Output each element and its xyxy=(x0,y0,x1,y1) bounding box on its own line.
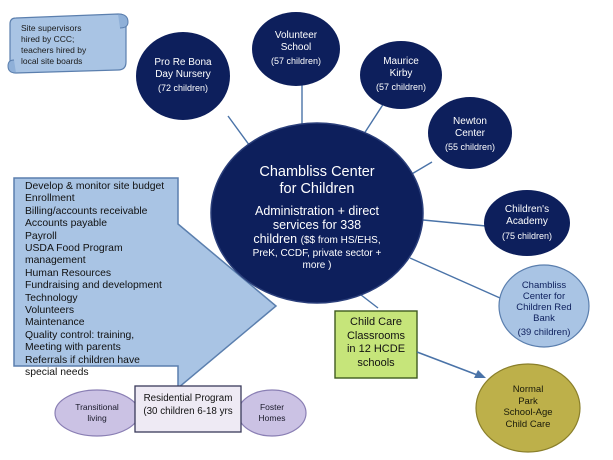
hcde-box-label: Child Care Classrooms in 12 HCDE schools xyxy=(335,316,417,370)
site-name-line: Pro Re Bona xyxy=(154,57,212,68)
school-age-line: Park xyxy=(518,395,538,407)
site-count: (75 children) xyxy=(501,231,553,241)
site-name-line: Center for xyxy=(522,291,566,302)
duty-item: Technology xyxy=(25,292,78,304)
duty-item: Referrals if children have xyxy=(25,354,140,366)
site-count: (55 children) xyxy=(444,142,496,152)
connector-red-bank xyxy=(409,257,501,299)
transitional-line: Transitional xyxy=(75,402,119,412)
transitional-line: living xyxy=(87,412,107,423)
site-ellipse-maurice-kirby xyxy=(360,41,442,109)
site-name-line: Center xyxy=(454,128,485,139)
residential-box-shape xyxy=(134,385,242,433)
duty-item: Maintenance xyxy=(25,317,85,329)
center-title-line: for Children xyxy=(279,181,355,197)
site-ellipse-pro-re-bona xyxy=(136,32,230,120)
foster-line: Foster xyxy=(259,402,285,412)
duty-item: special needs xyxy=(25,367,89,379)
center-funding-line: PreK, CCDF, private sector + xyxy=(252,248,382,259)
duty-item: Volunteers xyxy=(25,305,75,317)
center-label: Chambliss Center for Children Administra… xyxy=(226,164,408,272)
site-name-line: Chambliss xyxy=(521,280,567,291)
site-count: (72 children) xyxy=(157,83,209,93)
site-name-line: Volunteer xyxy=(274,30,318,41)
duty-item: Develop & monitor site budget xyxy=(25,181,165,192)
hcde-line: in 12 HCDE xyxy=(346,343,406,355)
transitional-label: Transitional living xyxy=(60,402,134,423)
residential-line: Residential Program xyxy=(143,393,233,404)
center-title-line: Chambliss Center xyxy=(259,164,375,180)
school-age-label: Normal Park School-Age Child Care xyxy=(482,384,574,430)
site-count: (57 children) xyxy=(375,82,427,92)
hcde-box-shape xyxy=(334,310,418,379)
site-name-line: Academy xyxy=(506,216,548,227)
site-ellipse-childrens-academy xyxy=(484,190,570,256)
duty-item: management xyxy=(25,255,86,267)
site-name-line: Bank xyxy=(533,313,555,324)
connector-childrens-academy xyxy=(422,219,487,227)
duty-item: Fundraising and development xyxy=(25,280,162,292)
site-name-line: School xyxy=(280,42,312,53)
center-main-line: children xyxy=(253,232,298,246)
duty-item: Payroll xyxy=(25,230,57,242)
duty-item: Accounts payable xyxy=(25,218,108,230)
admin-duties-list: Develop & monitor site budget Enrollment… xyxy=(25,181,195,380)
duty-item: Enrollment xyxy=(25,193,75,205)
school-age-line: Normal xyxy=(512,384,544,395)
school-age-ellipse xyxy=(475,363,581,453)
arrowhead-school-age xyxy=(474,370,486,378)
hcde-line: schools xyxy=(357,356,395,369)
site-label-childrens-academy: Children's Academy (75 children) xyxy=(486,204,568,242)
site-ellipse-newton xyxy=(428,97,512,169)
duty-item: USDA Food Program xyxy=(25,243,123,255)
site-count: (57 children) xyxy=(270,56,322,66)
site-label-volunteer-school: Volunteer School (57 children) xyxy=(254,30,338,67)
site-count: (39 children) xyxy=(517,327,571,338)
site-name-line: Maurice xyxy=(383,56,419,67)
site-name-line: Day Nursery xyxy=(155,69,211,80)
school-age-line: School-Age xyxy=(503,407,553,418)
duty-item: Human Resources xyxy=(25,267,112,279)
site-name-line: Children Red xyxy=(516,302,572,313)
site-label-red-bank: Chambliss Center for Children Red Bank (… xyxy=(500,280,588,338)
hcde-line: Classrooms xyxy=(346,329,406,342)
scroll-note: Site supervisors hired by CCC; teachers … xyxy=(21,23,119,67)
center-main-line: Administration + direct xyxy=(254,204,379,218)
scroll-shape xyxy=(7,13,129,74)
scroll-note-line: Site supervisors xyxy=(21,23,82,33)
scroll-note-line: hired by CCC; xyxy=(21,34,75,44)
site-name-line: Children's xyxy=(504,204,550,215)
residential-label: Residential Program (30 children 6-18 yr… xyxy=(135,392,241,418)
residential-line: (30 children 6-18 yrs xyxy=(143,406,233,417)
site-ellipse-red-bank xyxy=(498,264,590,348)
school-age-line: Child Care xyxy=(505,418,551,430)
hcde-line: Child Care xyxy=(350,316,402,328)
center-funding-line: more ) xyxy=(302,260,332,271)
foster-label: Foster Homes xyxy=(240,402,304,423)
foster-line: Homes xyxy=(258,412,286,423)
scroll-note-line: local site boards xyxy=(21,56,83,66)
admin-arrow-shape xyxy=(13,177,278,390)
site-name-line: Newton xyxy=(453,116,487,127)
site-label-newton-center: Newton Center (55 children) xyxy=(429,116,511,153)
site-ellipse-volunteer xyxy=(252,12,340,86)
site-name-line: Kirby xyxy=(389,68,413,79)
duty-item: Quality control: training, xyxy=(25,329,135,341)
center-ellipse xyxy=(210,122,424,304)
site-label-maurice-kirby: Maurice Kirby (57 children) xyxy=(361,56,441,93)
duty-item: Meeting with parents xyxy=(25,342,121,354)
scroll-note-line: teachers hired by xyxy=(21,45,87,55)
center-funding-line: ($$ from HS/EHS, xyxy=(300,235,381,246)
duty-item: Billing/accounts receivable xyxy=(25,205,148,217)
center-main-line: services for 338 xyxy=(272,218,362,232)
connector-school-age xyxy=(416,351,481,377)
site-label-pro-re-bona: Pro Re Bona Day Nursery (72 children) xyxy=(140,57,226,94)
